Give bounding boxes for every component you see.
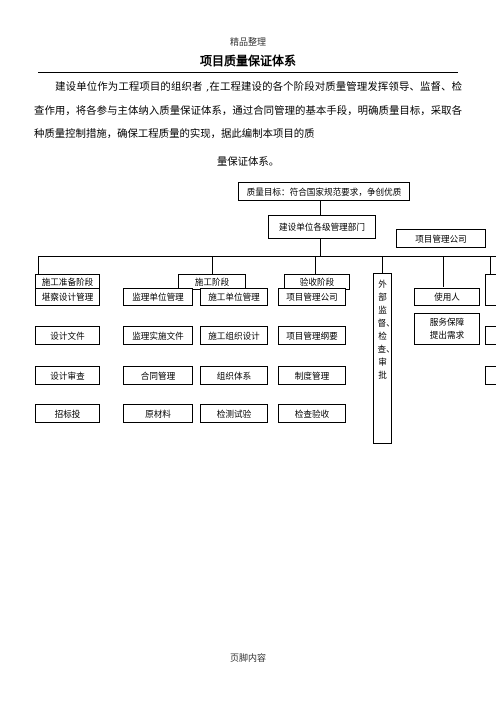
supervision-item: 原材料 — [123, 404, 193, 423]
connector — [490, 256, 491, 274]
external-supervision-box: 外部监督、检查、审批 — [373, 273, 395, 444]
connector — [212, 256, 213, 274]
supervision-item: 监理实施文件 — [123, 326, 193, 345]
clipped-box — [485, 366, 496, 385]
supervision-item: 合同管理 — [123, 366, 193, 385]
dept-box: 建设单位各级管理部门 — [268, 215, 376, 239]
contractor-item: 施工组织设计 — [200, 326, 268, 345]
contractor-item: 施工单位管理 — [200, 288, 268, 306]
clipped-box — [485, 274, 496, 306]
intro-paragraph-end: 量保证体系。 — [216, 156, 280, 168]
prep-item: 堪察设计管理 — [35, 288, 100, 306]
page-footer: 页脚内容 — [229, 654, 266, 664]
prep-item: 设计审查 — [35, 366, 100, 385]
connector — [382, 256, 383, 273]
connector — [38, 256, 39, 274]
pm-item: 项目管理公司 — [278, 288, 346, 306]
connector — [315, 256, 316, 274]
contractor-item: 组织体系 — [200, 366, 268, 385]
intro-paragraph-text: 建设单位作为工程项目的组织者 ,在工程建设的各个阶段对质量管理发挥领导、监督、检… — [34, 81, 462, 140]
prep-item: 设计文件 — [35, 326, 100, 345]
service-box: 服务保障 提出需求 — [414, 313, 480, 345]
branch-line — [38, 256, 496, 257]
pm-company-box: 项目管理公司 — [396, 229, 486, 248]
quality-goal-box: 质量目标：符合国家规范要求，争创优质 — [238, 182, 410, 201]
pm-item: 检查验收 — [278, 404, 346, 423]
external-supervision-text: 外部监督、检查、审批 — [377, 280, 395, 381]
pm-item: 项目管理纲要 — [278, 326, 346, 345]
clipped-box — [485, 326, 496, 345]
prep-item: 招标投 — [35, 404, 100, 423]
page-title: 项目质量保证体系 — [199, 54, 296, 68]
contractor-item: 检测试验 — [200, 404, 268, 423]
user-box: 使用人 — [414, 288, 480, 306]
connector — [443, 256, 444, 287]
connector — [320, 239, 321, 256]
page-header: 精品整理 — [229, 38, 266, 48]
demand-label: 提出需求 — [429, 331, 465, 341]
title-rule — [38, 72, 458, 73]
pm-item: 制度管理 — [278, 366, 346, 385]
service-label: 服务保障 — [429, 318, 465, 328]
connector — [320, 201, 321, 215]
intro-paragraph: 建设单位作为工程项目的组织者 ,在工程建设的各个阶段对质量管理发挥领导、监督、检… — [34, 76, 462, 147]
supervision-item: 监理单位管理 — [123, 288, 193, 306]
